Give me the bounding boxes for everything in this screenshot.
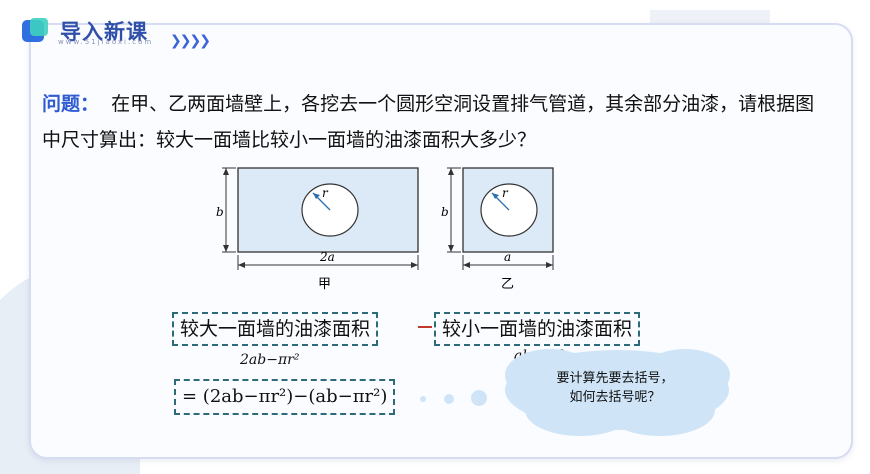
wall-jia-radius-label: r <box>322 186 329 200</box>
section-header: 导入新课 <box>22 14 148 48</box>
wall-yi-height-label: b <box>441 205 449 219</box>
smaller-wall-label: 较小一面墙的油漆面积 <box>434 312 641 346</box>
minus-sign <box>418 326 432 328</box>
wall-yi-figure: r b a 乙 <box>441 167 554 292</box>
bubble-line-1: 要计算先要去括号， <box>556 371 674 386</box>
thought-dots <box>420 390 487 406</box>
wall-yi-caption: 乙 <box>501 277 514 292</box>
wall-jia-caption: 甲 <box>318 277 331 292</box>
bubble-text: 要计算先要去括号， 如何去括号呢？ <box>535 369 695 407</box>
chevron-arrows-icon: ❯❯❯❯ <box>170 33 211 49</box>
wall-jia-height-label: b <box>216 205 224 219</box>
bubble-line-2: 如何去括号呢？ <box>569 390 661 405</box>
wall-yi-radius-label: r <box>502 186 509 200</box>
wall-yi-width-label: a <box>504 250 511 264</box>
wall-jia-figure: r b 2a 甲 <box>216 167 419 292</box>
question-label: 问题： <box>42 93 100 115</box>
subtraction-equation: = (2ab−πr²)−(ab−πr²) <box>174 379 396 415</box>
question-text: 问题： 在甲、乙两面墙壁上，各挖去一个圆形空洞设置排气管道，其余部分油漆，请根据… <box>42 86 832 158</box>
header-logo-icon <box>22 18 52 44</box>
thought-bubble <box>505 349 730 436</box>
section-title: 导入新课 <box>60 20 148 44</box>
larger-wall-expression: 2ab−πr² <box>240 352 300 368</box>
wall-jia-width-label: 2a <box>319 250 335 264</box>
larger-wall-label: 较大一面墙的油漆面积 <box>172 312 379 346</box>
watermark-text: www.51jiaoxi.com <box>58 38 154 46</box>
question-body: 在甲、乙两面墙壁上，各挖去一个圆形空洞设置排气管道，其余部分油漆，请根据图中尺寸… <box>42 93 815 151</box>
